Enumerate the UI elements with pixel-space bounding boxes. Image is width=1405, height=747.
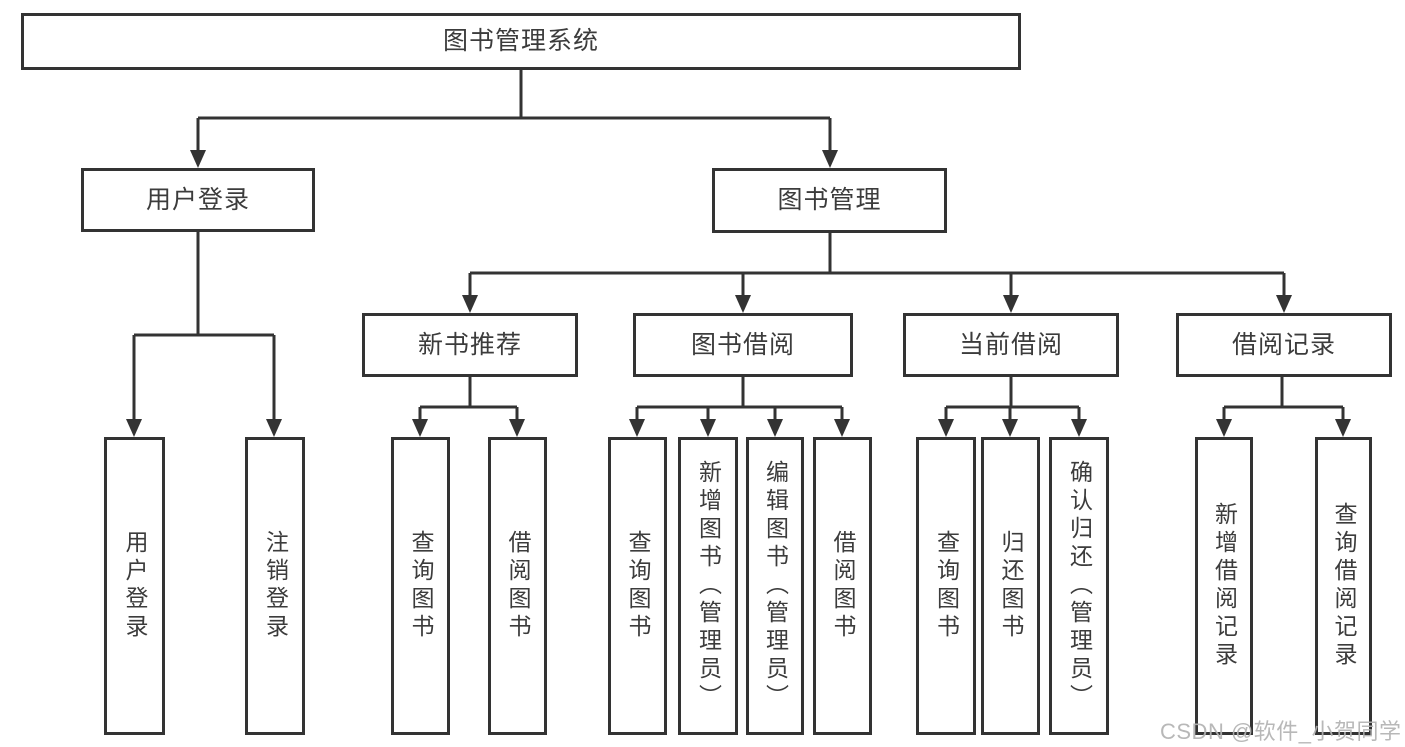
csdn-watermark: CSDN @软件_小贺同学	[1160, 719, 1402, 744]
node-user-login: 用户登录	[81, 168, 315, 232]
connector-book-borrow-children	[635, 377, 844, 421]
connector-root-to-level2	[196, 68, 832, 152]
leaf-current-return-books: 归还图书	[981, 437, 1040, 735]
node-book-management: 图书管理	[712, 168, 947, 233]
connector-user-login-children	[132, 232, 276, 421]
leaf-borrow-edit-books-admin: 编辑图书（管理员）	[746, 437, 804, 735]
node-library-system: 图书管理系统	[21, 13, 1021, 70]
connector-current-borrow-children	[944, 377, 1081, 421]
leaf-records-add-record: 新增借阅记录	[1195, 437, 1253, 735]
leaf-borrow-borrow-books: 借阅图书	[813, 437, 872, 735]
node-book-borrow: 图书借阅	[633, 313, 853, 377]
leaf-logout: 注销登录	[245, 437, 305, 735]
leaf-current-query-books: 查询图书	[916, 437, 976, 735]
leaf-newrec-query-books: 查询图书	[391, 437, 450, 735]
leaf-user-login: 用户登录	[104, 437, 165, 735]
leaf-records-query-record: 查询借阅记录	[1315, 437, 1372, 735]
leaf-newrec-borrow-books: 借阅图书	[488, 437, 547, 735]
node-borrow-records: 借阅记录	[1176, 313, 1392, 377]
leaf-current-confirm-return-admin: 确认归还（管理员）	[1049, 437, 1109, 735]
connector-new-book-children	[418, 377, 519, 421]
node-current-borrow: 当前借阅	[903, 313, 1119, 377]
node-new-book-recommend: 新书推荐	[362, 313, 578, 377]
leaf-borrow-query-books: 查询图书	[608, 437, 667, 735]
leaf-borrow-add-books-admin: 新增图书（管理员）	[678, 437, 738, 735]
connector-book-management-groups	[468, 233, 1286, 297]
connector-borrow-record-children	[1222, 377, 1345, 421]
arrowheads	[126, 150, 1351, 437]
